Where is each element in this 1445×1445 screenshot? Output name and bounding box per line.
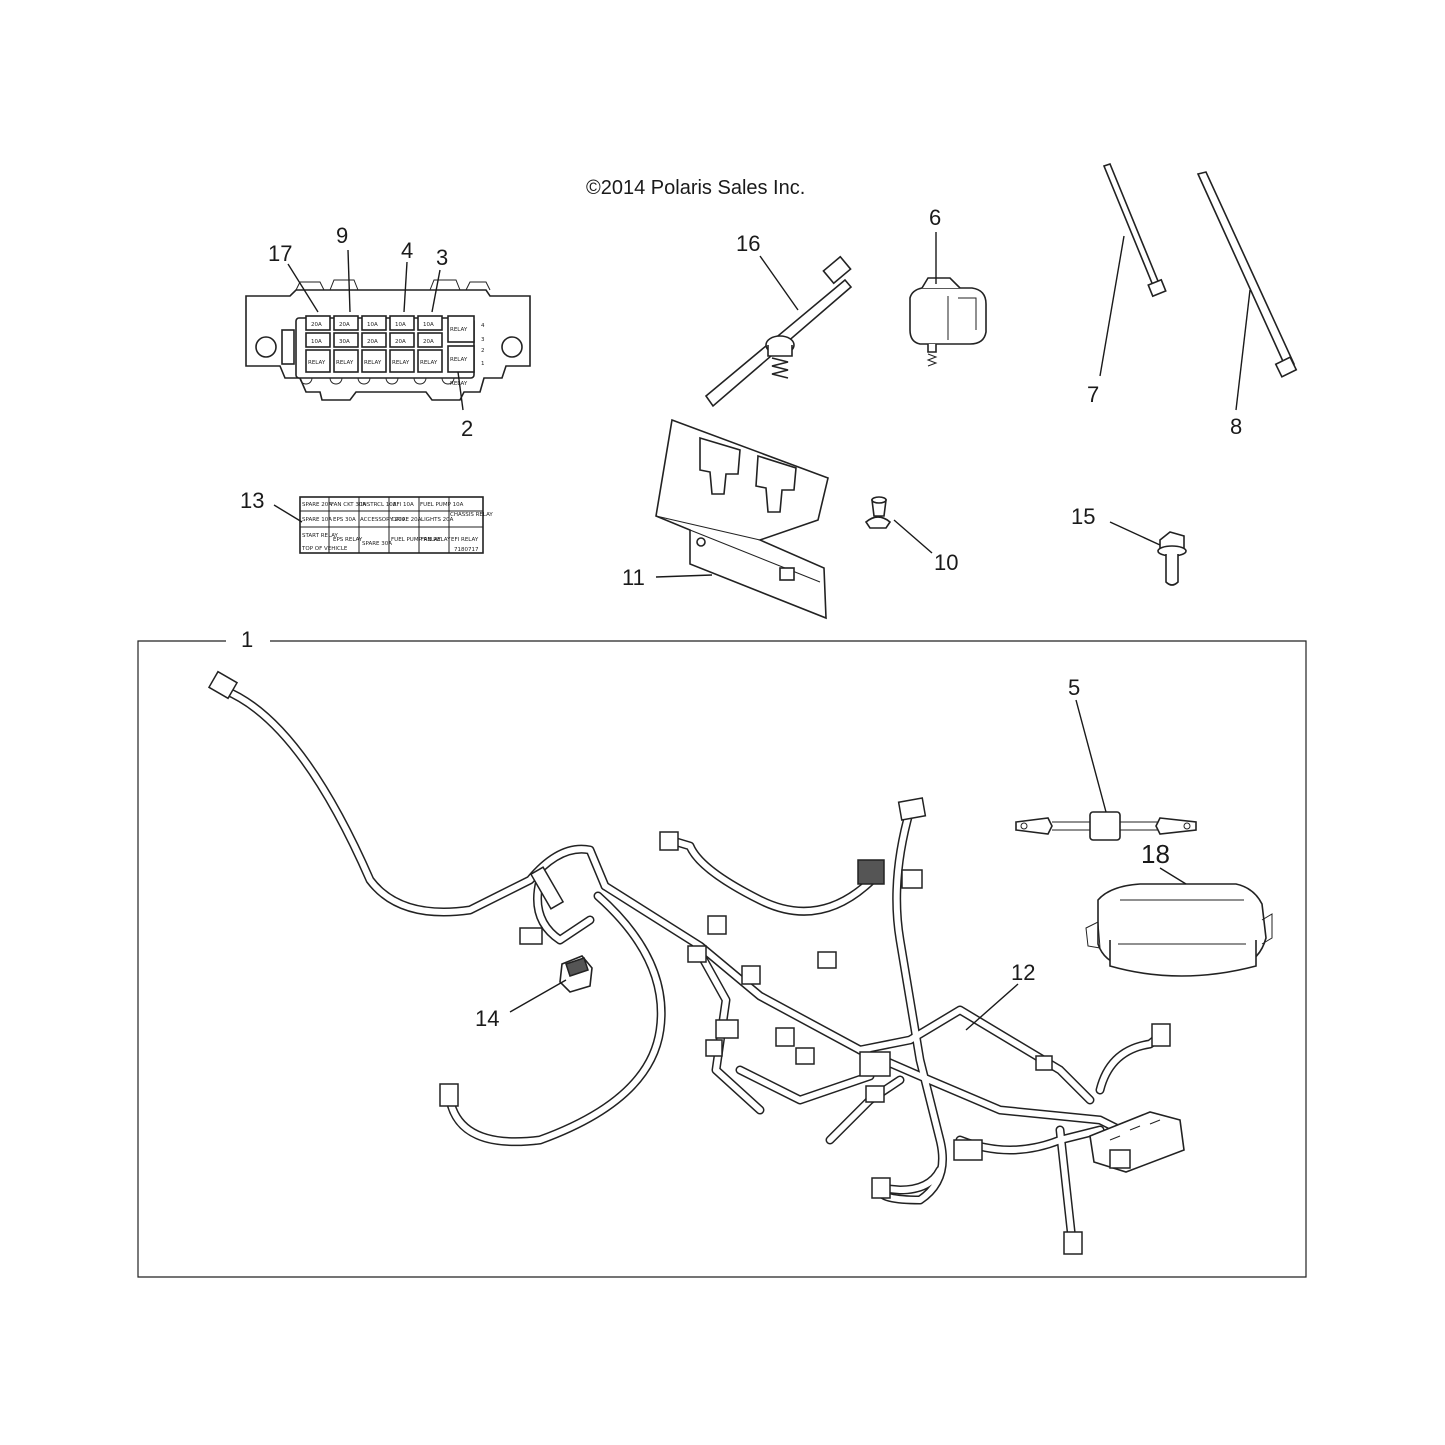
label-r1c1: SPARE 20A	[302, 502, 332, 508]
callout-13: 13	[240, 488, 264, 513]
fuse-cells	[305, 315, 475, 373]
push-rivet	[864, 496, 892, 529]
callout-17: 17	[268, 241, 292, 266]
callout-16: 16	[736, 231, 760, 256]
label-r2c1: SPARE 10A	[302, 517, 332, 523]
fuse-text-r2c4: 20A	[395, 339, 406, 345]
label-r2c2: EPS 30A	[333, 517, 356, 523]
callout-3: 3	[436, 245, 448, 270]
callout-14: 14	[475, 1006, 499, 1031]
fuse-text-r1c3: 10A	[367, 322, 378, 328]
copyright-text: ©2014 Polaris Sales Inc.	[586, 177, 805, 199]
fuse-text-r2c1: 10A	[311, 339, 322, 345]
label-r3c2: EPS RELAY	[333, 537, 363, 543]
fuse-text-r2c2: 30A	[339, 339, 350, 345]
label-r3c6: EFI RELAY	[451, 537, 479, 543]
mounting-bracket	[655, 418, 829, 620]
label-r3c3: SPARE 30A	[362, 541, 392, 547]
flange-bolt	[1157, 531, 1187, 586]
fuse-text-r1c4: 10A	[395, 322, 406, 328]
label-r3c4: FUEL PUMP RELAY	[391, 537, 441, 543]
callout-4: 4	[401, 238, 413, 263]
label-r2c5: LIGHTS 20A	[421, 517, 454, 523]
label-r3c1: START RELAY	[302, 533, 339, 539]
label-r1c2: FAN CKT 30A	[331, 502, 366, 508]
callout-2: 2	[461, 416, 473, 441]
fuse-text-r3c4: RELAY	[392, 360, 410, 366]
label-r2c4: DRIVE 20A	[392, 517, 422, 523]
label-r1c3: INSTRCL 10A	[361, 502, 397, 508]
fuse-text-r2c6: RELAY	[450, 357, 468, 363]
callout-18: 18	[1141, 839, 1170, 869]
fuse-text-r1c6: RELAY	[450, 327, 468, 333]
fuse-side-3: 3	[481, 337, 485, 343]
fuse-box: 20A 20A 10A 10A 10A RELAY 10A 30A 20A 20…	[245, 279, 531, 401]
fuse-text-r2c3: 20A	[367, 339, 378, 345]
harness-frame	[137, 640, 1307, 1278]
label-r2c3: ACCESSORY 20A	[360, 517, 406, 523]
callout-11: 11	[622, 565, 645, 590]
fuse-text-r1c2: 20A	[339, 322, 350, 328]
fuse-text-r3c3: RELAY	[364, 360, 382, 366]
cable-tie-8	[1196, 171, 1298, 378]
push-mount-cable-tie	[704, 255, 853, 408]
callout-5: 5	[1068, 675, 1080, 700]
fuse-text-r3c1: RELAY	[308, 360, 326, 366]
fuse-side-4: 4	[481, 323, 485, 329]
inline-fuse-link	[1015, 811, 1197, 841]
callout-7: 7	[1087, 382, 1099, 407]
fuse-text-r1c1: 20A	[311, 322, 322, 328]
fuse-side-1: 1	[481, 361, 485, 367]
fuse-side-2: 2	[481, 348, 485, 354]
callout-1: 1	[241, 627, 253, 652]
cable-tie-7	[1102, 163, 1167, 298]
label-r1c4: EFI 10A	[393, 502, 414, 508]
callout-8: 8	[1230, 414, 1242, 439]
label-part-code: 7180717	[454, 547, 479, 553]
callout-6: 6	[929, 205, 941, 230]
label-r2c6: CHASSIS RELAY	[450, 512, 493, 518]
fuse-text-r3c5: RELAY	[420, 360, 438, 366]
label-top-note: TOP OF VEHICLE	[301, 546, 348, 552]
label-r3c5: FAN RELAY	[421, 537, 451, 543]
callout-15: 15	[1071, 504, 1095, 529]
relay	[559, 955, 593, 993]
wiring-harness	[207, 670, 1185, 1255]
callout-9: 9	[336, 223, 348, 248]
fuse-text-r1c5: 10A	[423, 322, 434, 328]
label-r1c5: FUEL PUMP 10A	[420, 502, 464, 508]
fuse-text-r3c2: RELAY	[336, 360, 354, 366]
relay-cover	[1085, 883, 1273, 977]
callout-10: 10	[934, 550, 958, 575]
callout-12: 12	[1011, 960, 1035, 985]
fuse-text-r2c5: 20A	[423, 339, 434, 345]
connector-clip	[909, 277, 987, 367]
fuse-label: SPARE 20A FAN CKT 30A INSTRCL 10A EFI 10…	[299, 496, 493, 554]
